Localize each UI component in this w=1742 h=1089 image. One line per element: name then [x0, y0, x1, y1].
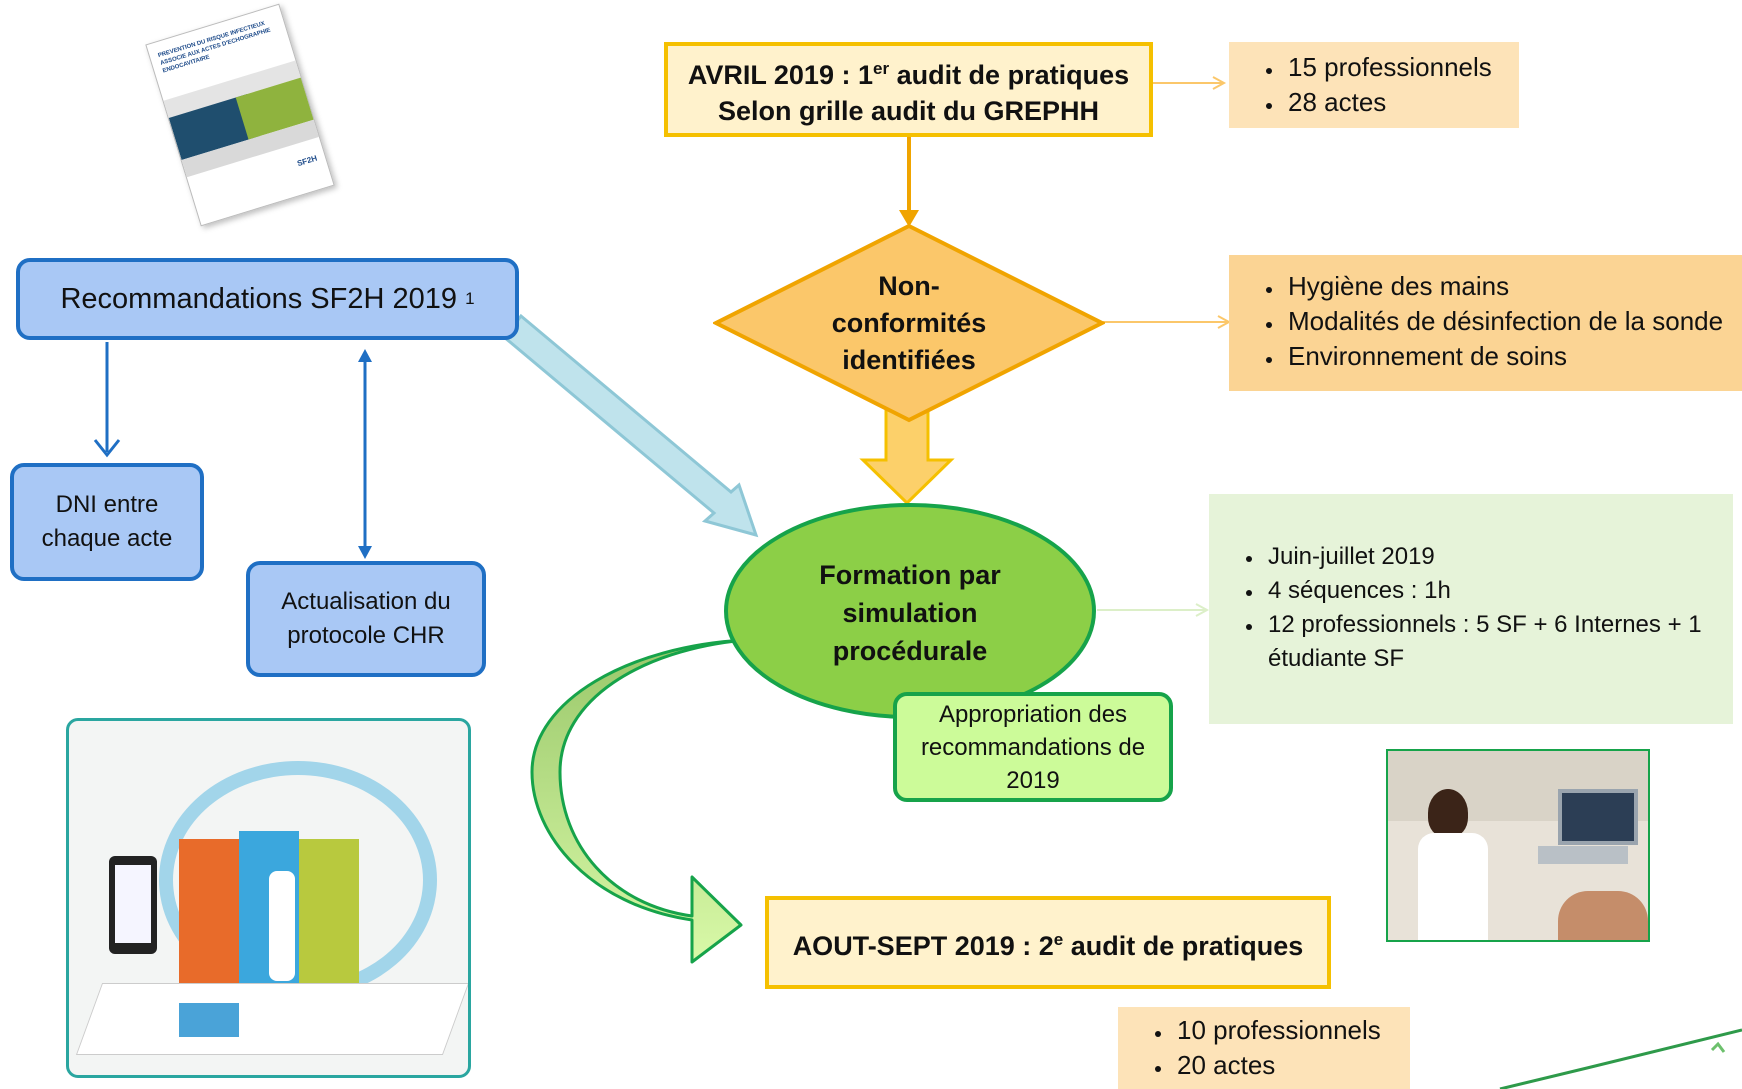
audit2-bullet: 10 professionnels: [1173, 1013, 1410, 1048]
arrow-audit1-to-bullets: [1153, 76, 1227, 90]
simulation-photo: [1386, 749, 1650, 942]
recommendations-title: Recommandations SF2H 2019: [60, 282, 457, 315]
audit1-box: AVRIL 2019 : 1er audit de pratiques Selo…: [664, 42, 1153, 137]
formation-label: Formation par simulation procédurale: [819, 560, 1001, 666]
document-logo: SF2H: [296, 153, 319, 169]
product-photo: [66, 718, 471, 1078]
audit2-box: AOUT-SEPT 2019 : 2e audit de pratiques: [765, 896, 1331, 989]
nonconf-bullet: Environnement de soins: [1284, 339, 1742, 374]
audit1-line1: AVRIL 2019 : 1er audit de pratiques: [687, 58, 1130, 90]
curved-arrow-formation-to-audit2: [530, 588, 747, 964]
recommendations-footnote: 1: [465, 289, 475, 308]
dni-text: DNI entre chaque acte: [41, 491, 173, 552]
audit2-title: AOUT-SEPT 2019 : 2e audit de pratiques: [792, 929, 1304, 961]
recommendations-box: Recommandations SF2H 2019 1: [16, 258, 519, 340]
formation-bullets: Juin-juillet 2019 4 séquences : 1h 12 pr…: [1209, 494, 1733, 724]
arrow-formation-to-bullets: [1097, 603, 1210, 617]
appropriation-box: Appropriation des recommandations de 201…: [893, 692, 1173, 802]
arrow-reco-to-dni: [93, 342, 121, 458]
nonconf-bullet: Hygiène des mains: [1284, 269, 1742, 304]
arrow-reco-to-formation: [501, 313, 759, 538]
audit2-bullets: 10 professionnels 20 actes: [1118, 1007, 1410, 1089]
audit1-line2: Selon grille audit du GREPHH: [717, 95, 1100, 126]
audit1-bullet: 15 professionnels: [1284, 50, 1519, 85]
decorative-swoosh: [1499, 1028, 1742, 1089]
arrow-audit1-to-nonconf: [899, 135, 919, 227]
formation-bullet: 12 professionnels : 5 SF + 6 Internes + …: [1264, 608, 1715, 676]
arrow-nonconf-to-bullets: [1103, 315, 1232, 329]
nonconf-diamond: [713, 223, 1105, 423]
audit2-bullet: 20 actes: [1173, 1048, 1410, 1083]
audit1-bullet: 28 actes: [1284, 85, 1519, 120]
formation-bullet: 4 séquences : 1h: [1264, 574, 1715, 608]
arrow-reco-to-protocol: [358, 349, 372, 559]
appropriation-text: Appropriation des recommandations de 201…: [920, 700, 1146, 794]
nonconf-label: Non- conformités identifiées: [831, 270, 987, 375]
nonconf-bullet: Modalités de désinfection de la sonde: [1284, 304, 1742, 339]
nonconf-bullets: Hygiène des mains Modalités de désinfect…: [1229, 255, 1742, 391]
protocol-text: Actualisation du protocole CHR: [281, 588, 451, 649]
arrow-nonconf-to-formation: [859, 408, 955, 506]
dni-box: DNI entre chaque acte: [10, 463, 204, 581]
formation-bullet: Juin-juillet 2019: [1264, 540, 1715, 574]
protocol-box: Actualisation du protocole CHR: [246, 561, 486, 677]
audit1-bullets: 15 professionnels 28 actes: [1229, 42, 1519, 128]
